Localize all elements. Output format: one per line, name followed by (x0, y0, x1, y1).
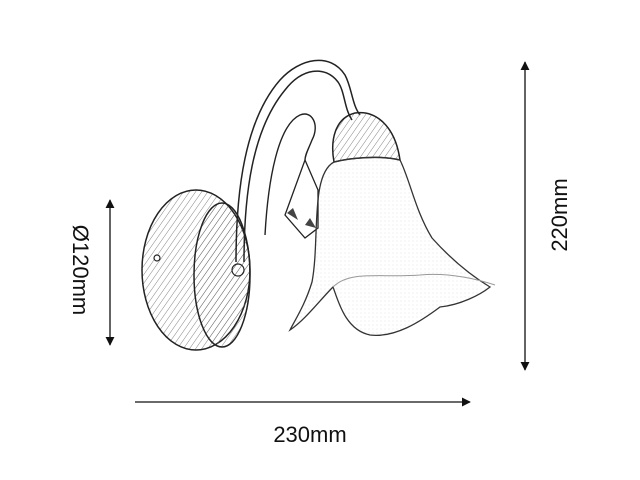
crystal-hook (264, 113, 316, 236)
crystal-pendant (284, 158, 319, 239)
width-label: 230mm (273, 422, 347, 447)
shade-cap (331, 111, 401, 163)
screw-icon (153, 254, 161, 262)
glass-shade (288, 156, 496, 336)
wall-plate (141, 189, 251, 351)
height-label: 220mm (547, 178, 572, 252)
diameter-label: Ø120mm (68, 224, 93, 316)
lamp-arm (235, 59, 361, 263)
